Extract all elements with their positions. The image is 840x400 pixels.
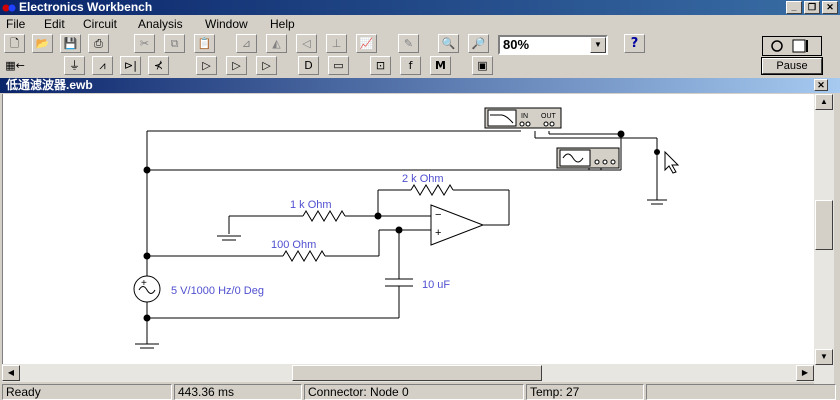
flip-vertical-icon[interactable]: ◁ [296,34,317,53]
transistors-bin-icon[interactable]: ⊀ [148,56,169,75]
instruments-bin-icon[interactable]: ▣ [472,56,493,75]
close-document-icon[interactable]: ✕ [814,79,828,91]
open-folder-icon[interactable]: 📂 [32,34,53,53]
bode-out-label: OUT [541,113,557,120]
favorites-bin-icon[interactable]: ▦← [2,56,28,75]
minimize-button[interactable]: _ [786,1,802,14]
vertical-scroll-thumb[interactable] [815,200,833,250]
title-bar: Electronics Workbench _ ❐ ✕ [0,0,840,15]
sources-bin-icon[interactable]: ⏚ [64,56,85,75]
source-label: 5 V/1000 Hz/0 Deg [171,285,264,297]
digital-bin-icon[interactable]: ▭ [328,56,349,75]
subcircuit-icon[interactable]: ⊥ [326,34,347,53]
zoom-select[interactable]: 80% ▼ [498,35,608,55]
indicators-bin-icon[interactable]: ⊡ [370,56,391,75]
graph-icon[interactable]: 📈 [356,34,377,53]
zoom-out-icon[interactable]: 🔍 [438,34,459,53]
basic-bin-icon[interactable]: ⩘ [92,56,113,75]
component-properties-icon[interactable]: ✎ [398,34,419,53]
menu-circuit[interactable]: Circuit [83,17,118,31]
print-icon[interactable]: ⎙ [88,34,109,53]
menu-help[interactable]: Help [270,17,295,31]
mixed-ic-bin-icon[interactable]: ▷ [226,56,247,75]
cut-icon[interactable]: ✂ [134,34,155,53]
circuit-canvas[interactable]: IN OUT + − + 2 k Ohm 1 k Ohm 100 Ohm 10 … [2,94,814,364]
close-button[interactable]: ✕ [822,1,838,14]
series-resistor-label: 100 Ohm [271,239,316,251]
menu-edit[interactable]: Edit [44,17,65,31]
vertical-scrollbar[interactable]: ▲ ▼ [814,94,834,384]
circuit-schematic: IN OUT + − + 2 k Ohm 1 k Ohm 100 Ohm 10 … [133,107,680,349]
app-logo-icon [2,4,16,12]
menu-analysis[interactable]: Analysis [138,17,183,31]
miscellaneous-bin-icon[interactable]: M [430,56,451,75]
horizontal-scroll-thumb[interactable] [292,365,542,381]
feedback-resistor-label: 2 k Ohm [402,173,444,185]
source-plus-label: + [141,278,147,289]
menu-window[interactable]: Window [205,17,248,31]
menu-file[interactable]: File [6,17,26,31]
zoom-value: 80% [503,37,530,52]
scroll-right-icon[interactable]: ▶ [796,365,814,381]
new-file-icon[interactable]: 🗋 [4,34,25,53]
copy-icon[interactable]: ⧉ [164,34,185,53]
status-empty [646,384,836,400]
help-button[interactable]: ? [624,34,645,53]
window-title: Electronics Workbench [19,0,153,14]
main-toolbar: 🗋 📂 💾 ⎙ ✂ ⧉ 📋 ⊿ ◭ ◁ ⊥ 📈 ✎ 🔍 🔎 80% ▼ ? [0,34,760,56]
restore-button[interactable]: ❐ [804,1,820,14]
capacitor-label: 10 uF [422,279,450,291]
horizontal-scrollbar[interactable]: ◀ ▶ [2,364,814,382]
status-state: Ready [2,384,172,400]
controls-bin-icon[interactable]: f [400,56,421,75]
opamp-plus-label: + [435,227,441,239]
pause-button[interactable]: Pause [761,57,823,75]
document-title-bar: 低通滤波器.ewb ✕ [0,78,840,93]
scroll-up-icon[interactable]: ▲ [815,94,833,110]
zoom-in-icon[interactable]: 🔎 [468,34,489,53]
rotate-icon[interactable]: ⊿ [236,34,257,53]
status-connector: Connector: Node 0 [304,384,524,400]
digital-ic-bin-icon[interactable]: ▷ [256,56,277,75]
power-switch[interactable] [762,36,822,56]
document-title: 低通滤波器.ewb [6,78,93,92]
scroll-left-icon[interactable]: ◀ [2,365,20,381]
bode-in-label: IN [521,113,528,120]
paste-icon[interactable]: 📋 [194,34,215,53]
opamp-minus-label: − [435,209,441,221]
scroll-down-icon[interactable]: ▼ [815,349,833,365]
analog-ic-bin-icon[interactable]: ▷ [196,56,217,75]
status-temp: Temp: 27 [526,384,644,400]
status-bar: Ready 443.36 ms Connector: Node 0 Temp: … [0,383,840,400]
status-time: 443.36 ms [174,384,302,400]
menu-bar: File Edit Circuit Analysis Window Help [0,15,840,33]
logic-gates-bin-icon[interactable]: D [298,56,319,75]
save-icon[interactable]: 💾 [60,34,81,53]
input-resistor-label: 1 k Ohm [290,199,332,211]
chevron-down-icon[interactable]: ▼ [590,37,606,53]
parts-bin-toolbar: ▦← ⏚ ⩘ ⊳| ⊀ ▷ ▷ ▷ D ▭ ⊡ f M ▣ [0,56,760,78]
diodes-bin-icon[interactable]: ⊳| [120,56,141,75]
flip-horizontal-icon[interactable]: ◭ [266,34,287,53]
